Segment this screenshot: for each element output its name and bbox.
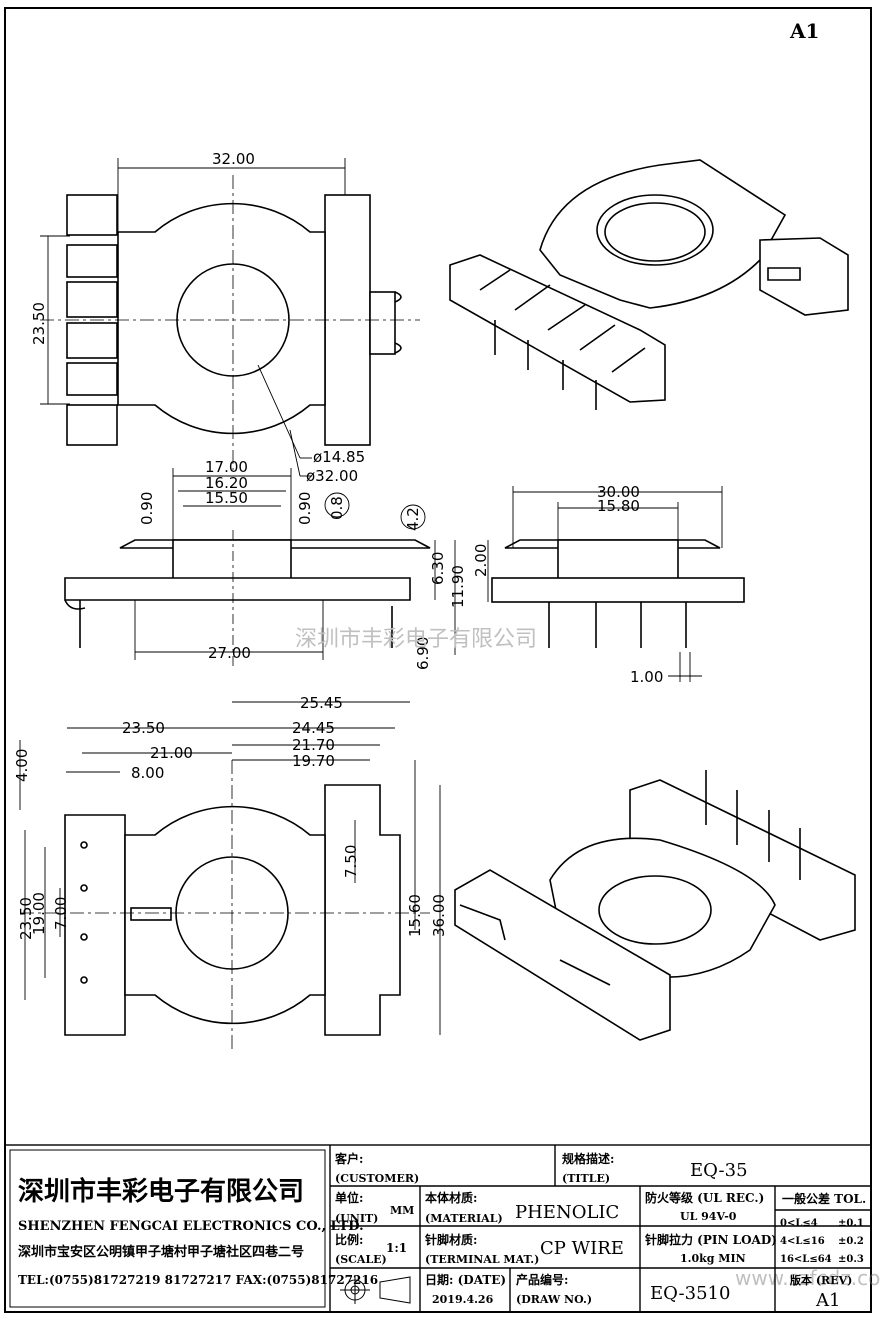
rev-value: A1	[815, 1290, 840, 1311]
title-label: 规格描述:	[562, 1151, 614, 1166]
front-view	[64, 530, 431, 670]
dim-bore-diameter: ø14.85	[313, 448, 365, 466]
scale-value: 1:1	[386, 1241, 407, 1255]
dim-21-00: 21.00	[150, 744, 193, 762]
customer-label-en: (CUSTOMER)	[335, 1172, 419, 1185]
dim-0-90-right: 0.90	[296, 492, 314, 525]
dim-7-50: 7.50	[342, 845, 360, 878]
dim-25-45: 25.45	[300, 694, 343, 712]
dim-0-90-left: 0.90	[138, 492, 156, 525]
unit-label: 单位:	[335, 1190, 363, 1205]
terminal-value: CP WIRE	[540, 1238, 624, 1259]
rev-label: 版本 (REV)	[790, 1273, 852, 1287]
dim-6-90: 6.90	[414, 637, 432, 670]
customer-label: 客户:	[334, 1151, 363, 1166]
dim-23-50-v: 23.50	[17, 897, 35, 940]
dim-36-00: 36.00	[430, 894, 448, 937]
company-address: 深圳市宝安区公明镇甲子塘村甲子塘社区四巷二号	[18, 1244, 304, 1260]
iso-view-top	[449, 159, 849, 410]
iso-view-bottom	[454, 770, 856, 1041]
tol-label: 一般公差 TOL.	[782, 1191, 866, 1206]
unit-label-en: (UNIT)	[335, 1212, 378, 1225]
dim-30: 30.00	[597, 483, 640, 501]
flame-label: 防火等级 (UL REC.)	[645, 1190, 764, 1205]
dim-7-00-v: 7.00	[52, 897, 70, 930]
tol-range-3: 16<L≤64	[780, 1254, 832, 1265]
dim-8-00: 8.00	[131, 764, 164, 782]
material-label: 本体材质:	[425, 1190, 477, 1205]
dim-27: 27.00	[208, 644, 251, 662]
dim-top-width: 32.00	[212, 150, 255, 168]
top-view-dims	[40, 158, 346, 477]
revision-top: A1	[789, 19, 819, 43]
terminal-label-en: (TERMINAL MAT.)	[425, 1253, 539, 1266]
pinload-label: 针脚拉力 (PIN LOAD)	[645, 1232, 777, 1247]
front-view-dims	[134, 468, 456, 660]
terminal-label: 针脚材质:	[425, 1232, 477, 1247]
scale-label-en: (SCALE)	[335, 1253, 387, 1266]
pinload-value: 1.0kg MIN	[680, 1252, 746, 1265]
date-label: 日期: (DATE)	[425, 1272, 506, 1287]
tol-range-2: 4<L≤16	[780, 1236, 825, 1247]
dim-19-00-v: 19.00	[30, 892, 48, 935]
dim-24-45: 24.45	[292, 719, 335, 737]
tol-value-3: ±0.3	[838, 1254, 864, 1265]
drawno-value: EQ-3510	[650, 1283, 730, 1304]
dim-2-00: 2.00	[472, 544, 490, 577]
dim-4-00: 4.00	[13, 749, 31, 782]
projection-symbol	[340, 1276, 411, 1304]
bottom-view-dims	[19, 701, 441, 1035]
dim-17: 17.00	[205, 458, 248, 476]
flame-value: UL 94V-0	[680, 1210, 737, 1223]
dim-circle-0-8: 0.8	[328, 496, 346, 520]
side-view-dims	[487, 486, 723, 682]
material-value: PHENOLIC	[515, 1202, 619, 1223]
dim-outer-diameter: ø32.00	[306, 467, 358, 485]
dim-16-20: 16.20	[205, 474, 248, 492]
title-value: EQ-35	[690, 1160, 748, 1181]
side-view	[491, 539, 745, 648]
tol-value-2: ±0.2	[838, 1236, 864, 1247]
watermark-company: 深圳市丰彩电子有限公司	[295, 627, 537, 652]
dim-19-70: 19.70	[292, 752, 335, 770]
company-en: SHENZHEN FENGCAI ELECTRONICS CO., LTD.	[18, 1219, 364, 1234]
drawno-label-en: (DRAW NO.)	[516, 1293, 592, 1306]
dim-23-50: 23.50	[122, 719, 165, 737]
tol-range-1: 0<L≤4	[780, 1218, 818, 1229]
dim-15-80: 15.80	[597, 497, 640, 515]
dim-21-70: 21.70	[292, 736, 335, 754]
material-label-en: (MATERIAL)	[425, 1212, 503, 1225]
scale-label: 比例:	[335, 1232, 363, 1247]
watermark-url: www.szfcdz.com	[735, 1266, 880, 1290]
date-value: 2019.4.26	[432, 1293, 494, 1306]
dim-circle-4-2: 4.2	[404, 507, 422, 531]
drawno-label: 产品编号:	[516, 1272, 568, 1287]
dim-15-60: 15.60	[406, 894, 424, 937]
title-label-en: (TITLE)	[562, 1172, 610, 1185]
company-contact: TEL:(0755)81727219 81727217 FAX:(0755)81…	[18, 1273, 378, 1287]
bottom-view	[20, 760, 430, 1050]
dim-6-30: 6.30	[429, 552, 447, 585]
unit-value: MM	[390, 1204, 414, 1217]
title-block-grid	[4, 1144, 872, 1313]
top-view	[40, 175, 420, 470]
dim-top-height: 23.50	[30, 302, 48, 345]
dim-1-00: 1.00	[630, 668, 663, 686]
dim-11-90: 11.90	[449, 565, 467, 608]
company-cn: 深圳市丰彩电子有限公司	[18, 1176, 304, 1207]
tol-value-1: ±0.1	[838, 1218, 864, 1229]
dim-15-50: 15.50	[205, 489, 248, 507]
company-box	[9, 1149, 326, 1308]
